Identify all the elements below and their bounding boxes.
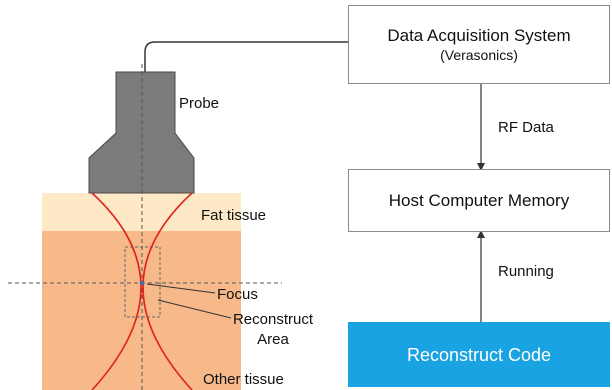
probe-cable <box>144 41 348 73</box>
beam-left-curve <box>91 192 142 390</box>
other-tissue-label: Other tissue <box>203 371 284 388</box>
reconstruct-area-box <box>124 246 161 318</box>
daq-title: Data Acquisition System <box>387 25 571 45</box>
reconstruct-area-label: Reconstruct Area <box>229 311 317 349</box>
reconstruct-area-line1: Reconstruct <box>232 311 314 328</box>
focus-point <box>139 280 145 286</box>
fat-tissue-label: Fat tissue <box>201 207 267 224</box>
probe-label: Probe <box>179 95 220 112</box>
daq-subtitle: (Verasonics) <box>440 46 518 63</box>
running-label: Running <box>498 263 554 280</box>
host-memory-box: Host Computer Memory <box>348 169 610 232</box>
reconstruct-area-line2: Area <box>257 331 289 348</box>
reconstruct-pointer <box>157 299 232 319</box>
rf-data-label: RF Data <box>498 119 554 136</box>
focus-label: Focus <box>217 286 258 303</box>
data-acquisition-box: Data Acquisition System (Verasonics) <box>348 5 610 84</box>
code-title: Reconstruct Code <box>406 344 552 365</box>
host-title: Host Computer Memory <box>388 190 570 210</box>
reconstruct-code-box: Reconstruct Code <box>348 322 610 387</box>
focus-pointer <box>146 283 216 294</box>
beam-right-curve <box>142 192 193 390</box>
probe-shape <box>88 71 195 194</box>
